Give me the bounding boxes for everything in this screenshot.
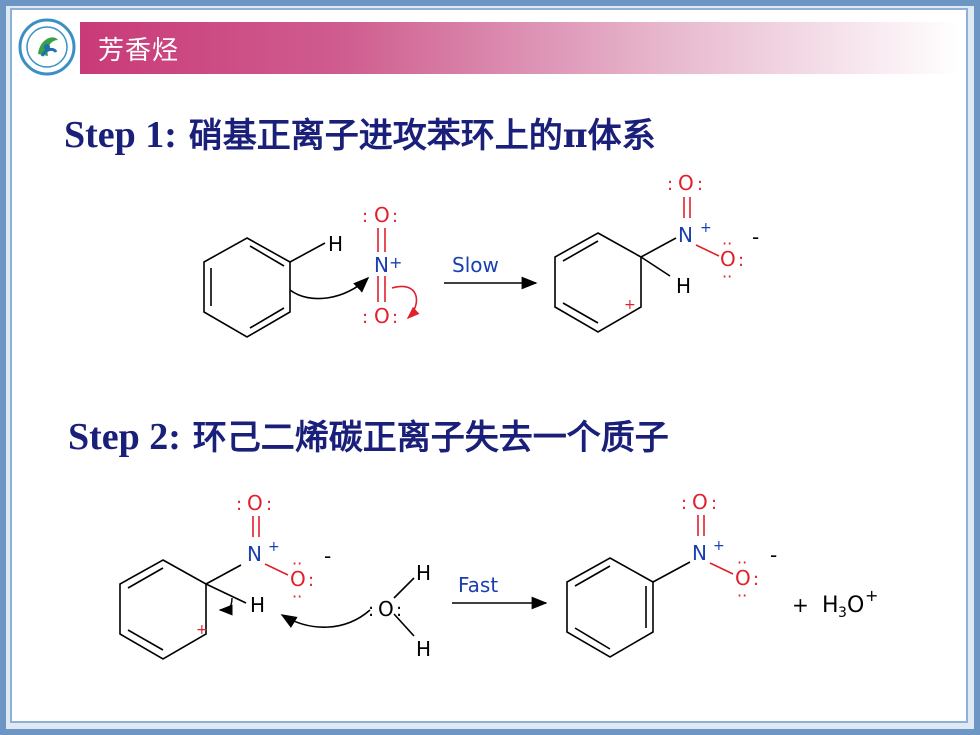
svg-text::: : [738,250,744,271]
slow-label: Slow [452,253,499,277]
svg-text:O: O [678,171,694,195]
svg-text:+: + [865,586,878,605]
svg-text:··: ·· [722,234,732,253]
svg-text:H: H [416,637,431,661]
svg-text::: : [711,493,717,514]
svg-text:··: ·· [292,554,302,573]
hydronium: + H 3 O + [792,586,878,621]
svg-text::: : [368,600,374,621]
svg-text:O: O [378,597,394,621]
step2-text: 环己二烯碳正离子失去一个质子 [192,418,669,458]
svg-text::: : [392,307,398,328]
svg-text:-: - [770,543,777,567]
svg-text::: : [667,174,673,195]
university-logo-icon [18,18,76,76]
svg-text::: : [362,206,368,227]
svg-text:O: O [720,247,736,271]
atom-o-bottom: O [374,304,390,328]
svg-text::: : [362,307,368,328]
svg-text::: : [697,174,703,195]
atom-n-2: N [678,223,693,247]
svg-text:H: H [822,593,839,618]
svg-text::: : [396,600,402,621]
slide-canvas [10,8,968,723]
charge-plus-1: + [389,253,402,272]
benzene-ring-1 [203,237,326,338]
atom-h-2: H [676,274,691,298]
svg-text:+: + [792,593,809,617]
svg-text:··: ·· [737,586,747,605]
svg-text:H: H [416,561,431,585]
atom-n-1: N [374,253,389,277]
svg-text:O: O [247,491,263,515]
svg-text:-: - [324,544,331,568]
svg-text::: : [266,494,272,515]
svg-text:··: ·· [292,587,302,606]
svg-text:+: + [268,539,280,555]
header-bar [80,22,960,74]
svg-text:-: - [752,225,759,249]
svg-text:O: O [735,566,751,590]
step1-title: Step 1: 硝基正离子进攻苯环上的π体系 [64,108,656,157]
nitrobenzene [566,557,691,658]
step1-prefix: Step 1: [64,114,177,156]
atom-h-3: H [250,593,265,617]
atom-h-1: H [328,232,343,256]
water-molecule: O : : H H [368,561,431,661]
svg-text::: : [236,494,242,515]
atom-o-top: O [374,203,390,227]
curved-arrow-1 [289,276,370,300]
arenium-ion-1 [554,232,677,333]
svg-text:3: 3 [838,605,847,621]
nitronium-ion: O : : N + O : : [362,203,420,328]
atom-n-3: N [247,542,262,566]
svg-text::: : [308,570,314,591]
svg-text:O: O [692,490,708,514]
svg-text:··: ·· [722,267,732,286]
svg-text:··: ·· [737,553,747,572]
svg-text::: : [753,569,759,590]
svg-text::: : [681,493,687,514]
svg-text:+: + [700,220,712,236]
arenium-ion-2 [119,559,247,660]
carbocation-plus-1: + [624,297,636,313]
svg-text:O: O [290,567,306,591]
step1-text: 硝基正离子进攻苯环上的π体系 [188,116,656,156]
atom-n-4: N [692,541,707,565]
fast-label: Fast [458,573,498,597]
svg-text:+: + [713,538,725,554]
header-title: 芳香烃 [98,36,180,66]
svg-text:+: + [196,622,208,638]
svg-text::: : [392,206,398,227]
svg-text:O: O [847,593,864,618]
curved-arrow-2 [280,609,371,628]
step2-title: Step 2: 环己二烯碳正离子失去一个质子 [68,410,669,459]
step2-prefix: Step 2: [68,416,181,458]
